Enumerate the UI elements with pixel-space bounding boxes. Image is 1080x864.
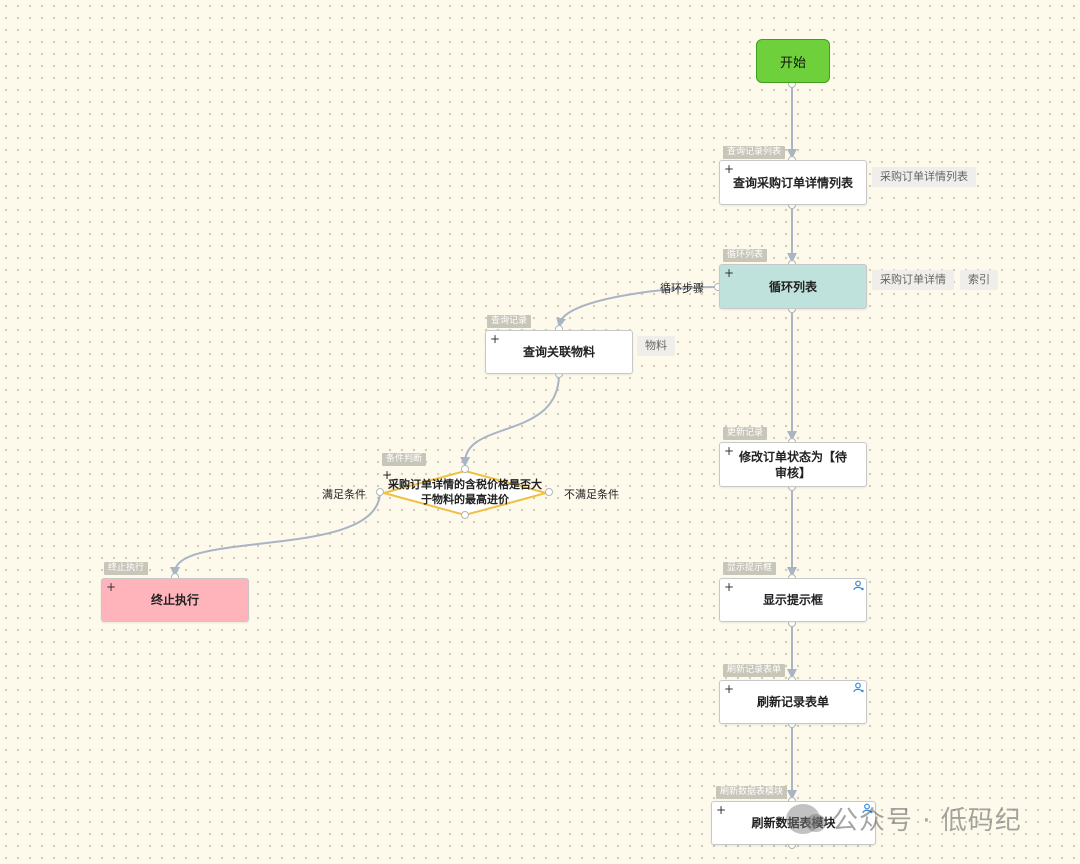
node-type-tag: 查询记录列表 [723,146,786,159]
query-list-node[interactable]: + 查询采购订单详情列表 [719,160,867,205]
watermark-text: 公众号 · 低码纪 [832,806,1022,836]
plus-icon[interactable]: + [716,803,727,817]
plus-icon[interactable]: + [724,682,735,696]
port [376,488,384,496]
query-material-node[interactable]: + 查询关联物料 [485,330,633,374]
loop-index-variable-pill[interactable]: 索引 [960,270,998,290]
port [545,488,553,496]
node-label: 查询关联物料 [522,345,595,359]
node-type-tag: 显示提示框 [723,562,777,575]
refresh-form-node[interactable]: + 刷新记录表单 [719,680,867,724]
edge-condition-terminate [170,491,381,577]
plus-icon[interactable]: + [724,580,735,594]
loop-item-variable-pill[interactable]: 采购订单详情 [872,270,954,290]
no-branch-label: 不满足条件 [564,488,619,501]
node-label: 查询采购订单详情列表 [732,175,853,190]
node-type-tag: 循环列表 [723,249,768,262]
update-record-node[interactable]: + 修改订单状态为【待审核】 [719,442,867,487]
node-label: 修改订单状态为【待审核】 [738,449,847,480]
show-dialog-node[interactable]: + 显示提示框 [719,578,867,622]
wechat-icon [786,803,826,834]
node-label: 显示提示框 [762,593,823,607]
user-icon[interactable] [862,803,873,820]
node-type-tag: 查询记录 [487,315,532,328]
user-icon[interactable] [853,580,864,597]
watermark: 公众号 · 低码纪 [786,800,1022,837]
plus-icon[interactable]: + [382,468,393,482]
start-node[interactable]: 开始 [756,39,830,83]
node-type-tag: 刷新数据表模块 [716,786,788,799]
plus-icon[interactable]: + [724,266,735,280]
plus-icon[interactable]: + [724,444,735,458]
node-type-tag: 终止执行 [104,562,149,575]
loop-step-label: 循环步骤 [660,282,704,295]
port [461,465,469,473]
port [461,511,469,519]
node-label: 终止执行 [150,593,199,607]
output-variable-pill[interactable]: 采购订单详情列表 [872,167,976,187]
node-label: 循环列表 [768,279,817,294]
output-variable-pill[interactable]: 物料 [637,336,675,356]
node-type-tag: 条件判断 [382,453,427,466]
terminate-node[interactable]: + 终止执行 [101,578,249,622]
node-type-tag: 刷新记录表单 [723,664,786,677]
node-label: 刷新记录表单 [756,695,829,709]
refresh-table-node[interactable]: + 刷新数据表模块 [711,801,876,845]
edge-query-material-condition [460,373,560,467]
edge-loop-query-material [556,286,719,328]
condition-label[interactable]: 采购订单详情的含税价格是否大于物料的最高进价 [388,478,542,506]
plus-icon[interactable]: + [106,580,117,594]
plus-icon[interactable]: + [490,332,501,346]
node-label: 刷新数据表模块 [751,816,836,830]
user-icon[interactable] [853,682,864,699]
plus-icon[interactable]: + [724,162,735,176]
loop-node[interactable]: + 循环列表 [719,264,867,309]
node-type-tag: 更新记录 [723,427,768,440]
yes-branch-label: 满足条件 [322,488,366,501]
